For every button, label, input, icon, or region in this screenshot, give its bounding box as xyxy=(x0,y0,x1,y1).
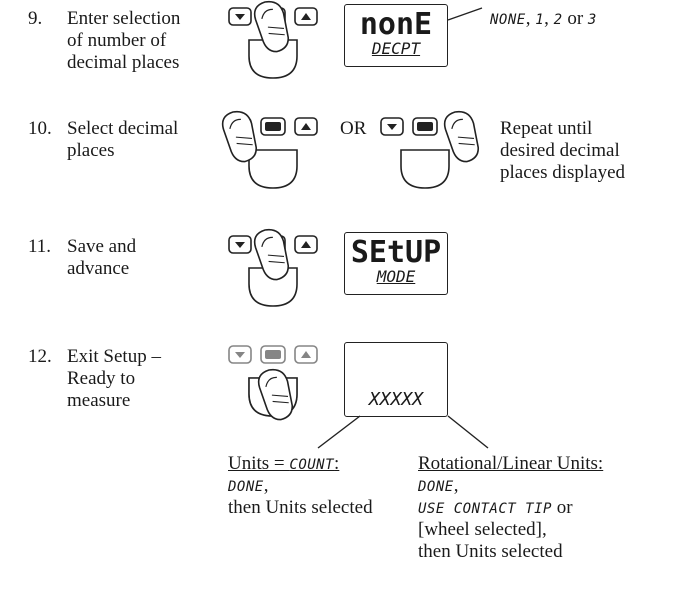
step-12-display: XXXXX xyxy=(344,342,448,417)
step-10-line-1: Select decimal xyxy=(67,118,179,139)
step-12-line-2: Ready to xyxy=(67,368,136,389)
step-9-note: NONE, 1, 2 or 3 xyxy=(490,8,597,29)
step-9-keypad xyxy=(228,0,318,79)
step-9-number: 9. xyxy=(28,8,43,29)
step-9-line-2: of number of xyxy=(67,30,167,51)
step-11-number: 11. xyxy=(28,236,52,257)
step-10-right-keypad xyxy=(380,105,489,189)
display-sub-text: XXXXX xyxy=(368,389,424,410)
step-10-number: 10. xyxy=(28,118,52,139)
step-12-line-3: measure xyxy=(67,390,131,411)
display-sub-text: MODE xyxy=(376,267,416,286)
step-11-line-2: advance xyxy=(67,258,130,279)
step-12-enter-key xyxy=(248,363,303,425)
step-9-line-3: decimal places xyxy=(67,52,180,73)
rotational-units-line-2: USE CONTACT TIP or xyxy=(418,497,573,518)
count-units-line-2: then Units selected xyxy=(228,497,373,518)
step-10-note-line-1: Repeat until xyxy=(500,118,593,139)
rotational-units-line-4: then Units selected xyxy=(418,541,563,562)
or-label: OR xyxy=(340,118,367,139)
step-11-line-1: Save and xyxy=(67,236,137,257)
step-12-leader-lines xyxy=(317,415,489,449)
step-11-keypad xyxy=(228,223,318,307)
step-12-line-1: Exit Setup – xyxy=(67,346,161,367)
display-main-text: nonE xyxy=(359,7,433,42)
rotational-units-line-3: [wheel selected], xyxy=(418,519,547,540)
step-10-left-keypad xyxy=(215,105,318,189)
rotational-units-heading: Rotational/Linear Units: xyxy=(418,453,604,474)
display-main-text: SEtUP xyxy=(350,235,442,270)
step-12-number: 12. xyxy=(28,346,52,367)
count-units-heading: Units = COUNT: xyxy=(228,453,340,474)
step-11-display: SEtUP MODE xyxy=(344,232,448,295)
step-10-line-2: places xyxy=(67,140,115,161)
rotational-units-line-1: DONE, xyxy=(418,475,459,496)
count-units-line-1: DONE, xyxy=(228,475,269,496)
step-9-display: nonE DECPT xyxy=(344,4,448,67)
step-9-line-1: Enter selection xyxy=(67,8,181,29)
step-9-leader-line xyxy=(447,7,483,21)
step-10-note-line-2: desired decimal xyxy=(500,140,620,161)
display-sub-text: DECPT xyxy=(371,39,421,58)
step-10-note-line-3: places displayed xyxy=(500,162,626,183)
